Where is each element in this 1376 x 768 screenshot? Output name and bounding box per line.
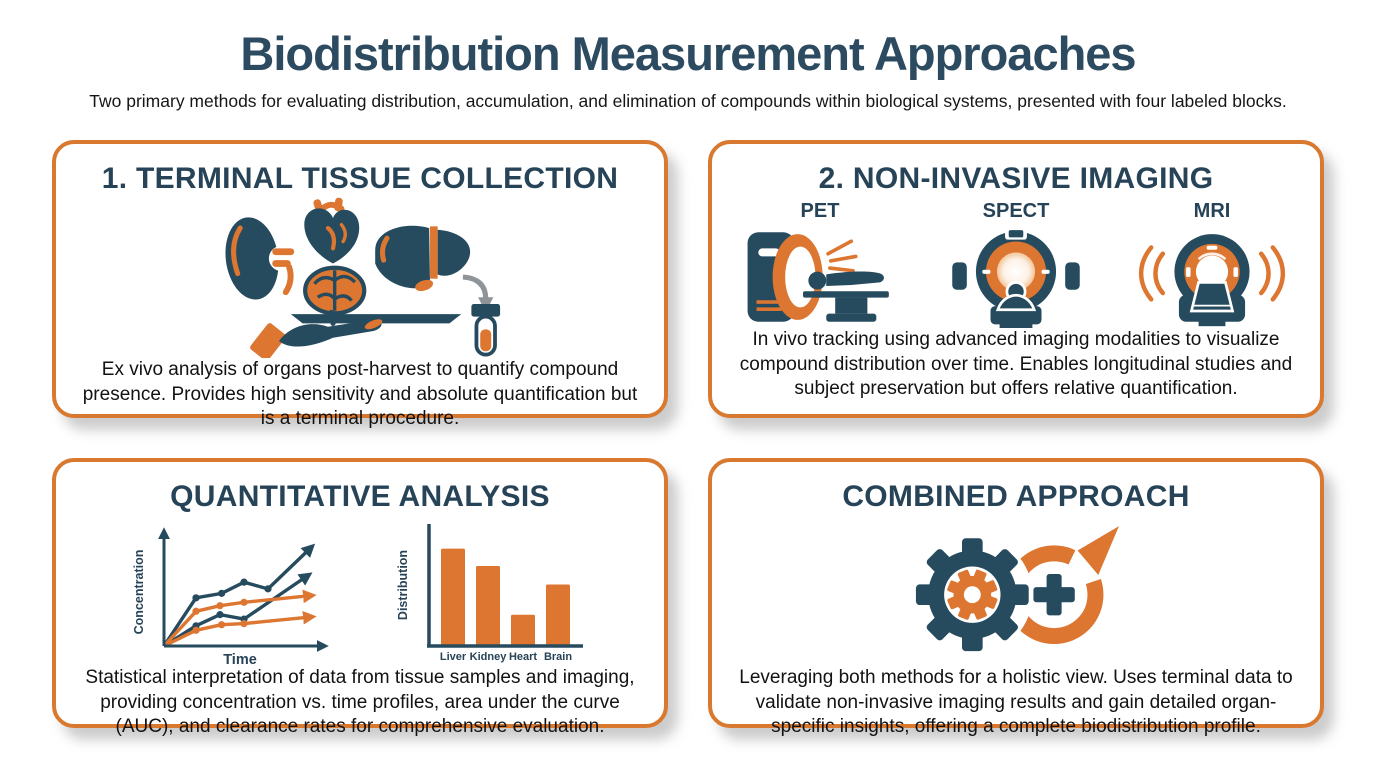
- heart-icon: [304, 197, 360, 264]
- organs-tray-testtube-icon: [225, 197, 501, 358]
- card-non-invasive-imaging: 2. NON-INVASIVE IMAGING PET: [708, 140, 1324, 418]
- page-header: Biodistribution Measurement Approaches T…: [0, 0, 1376, 112]
- data-point: [191, 594, 200, 602]
- data-point: [217, 621, 225, 629]
- card-title: COMBINED APPROACH: [842, 480, 1190, 513]
- card-terminal-tissue-collection: 1. TERMINAL TISSUE COLLECTION: [52, 140, 668, 429]
- hand-tray-icon: [247, 314, 462, 358]
- combined-approach-illustration: [899, 514, 1134, 666]
- data-point: [191, 607, 200, 615]
- modality-spect: SPECT: [952, 200, 1080, 328]
- gear-icon: [911, 534, 1032, 655]
- imaging-modalities-row: PET SP: [744, 200, 1288, 328]
- x-axis-label: Time: [223, 652, 257, 666]
- data-point: [239, 598, 248, 606]
- pet-scanner-icon: [747, 232, 889, 322]
- card-description: Statistical interpretation of data from …: [85, 667, 635, 738]
- data-point: [215, 611, 224, 619]
- mri-scanner-icon: [1138, 234, 1286, 327]
- concentration-curve-navy-upper: [162, 543, 315, 647]
- page-title: Biodistribution Measurement Approaches: [240, 27, 1136, 80]
- data-point: [191, 626, 200, 634]
- bar-heart: [510, 614, 535, 646]
- modality-mri: MRI: [1136, 200, 1288, 328]
- mri-label: MRI: [1193, 200, 1231, 222]
- page-subtitle: Two primary methods for evaluating distr…: [89, 91, 1287, 111]
- line-series-group: [162, 543, 317, 648]
- inner-gear-icon: [946, 569, 997, 620]
- modality-pet: PET: [744, 200, 896, 328]
- test-tube-icon: [471, 304, 501, 357]
- y-axis-label: Distribution: [396, 550, 410, 620]
- bar-label: Liver: [439, 651, 466, 663]
- liver-icon: [375, 225, 471, 292]
- cards-grid: 1. TERMINAL TISSUE COLLECTION: [52, 140, 1324, 737]
- y-axis-label: Concentration: [132, 550, 146, 635]
- bar-label: Brain: [543, 651, 571, 663]
- bar-kidney: [475, 566, 500, 646]
- bar-liver: [440, 548, 465, 646]
- card-description: In vivo tracking using advanced imaging …: [739, 329, 1293, 400]
- card-quantitative-analysis: QUANTITATIVE ANALYSIS Concentration Time: [52, 458, 668, 737]
- card-description: Leveraging both methods for a holistic v…: [739, 667, 1293, 738]
- bar-label: Heart: [508, 651, 536, 663]
- bar-brain: [545, 584, 570, 646]
- organ-harvest-illustration: [195, 196, 525, 358]
- data-point: [217, 589, 225, 597]
- card-description: Ex vivo analysis of organs post-harvest …: [82, 359, 638, 430]
- kidney-icon: [225, 217, 295, 300]
- card-title: 2. NON-INVASIVE IMAGING: [818, 162, 1214, 195]
- pet-label: PET: [800, 200, 840, 222]
- bar-label: Kidney: [469, 651, 507, 663]
- data-point: [263, 585, 272, 593]
- data-point: [239, 620, 248, 628]
- spect-scanner-icon: [952, 227, 1080, 328]
- concentration-time-chart: Concentration Time: [132, 527, 329, 666]
- plus-icon: [1032, 574, 1075, 616]
- data-point: [239, 578, 248, 586]
- card-combined-approach: COMBINED APPROACH: [708, 458, 1324, 737]
- gear-cycle-icon: [911, 526, 1129, 655]
- spect-label: SPECT: [982, 200, 1050, 222]
- data-point: [215, 602, 224, 610]
- card-title: 1. TERMINAL TISSUE COLLECTION: [101, 162, 619, 195]
- brain-icon: [303, 265, 367, 326]
- card-title: QUANTITATIVE ANALYSIS: [170, 480, 550, 513]
